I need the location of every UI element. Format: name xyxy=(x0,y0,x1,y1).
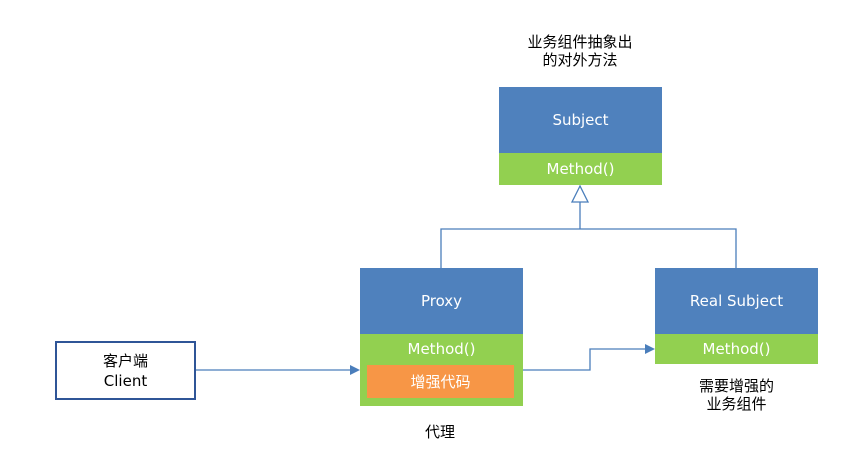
subject-method-compartment: Method() xyxy=(499,153,662,185)
subject-caption-line1: 业务组件抽象出 xyxy=(527,33,633,51)
subject-caption-line2: 的对外方法 xyxy=(542,51,618,69)
inherit-line-real xyxy=(580,228,737,268)
client-label-en: Client xyxy=(103,371,148,390)
proxy-method: Method() xyxy=(407,340,476,358)
real-subject-method: Method() xyxy=(702,340,771,358)
real-subject-title: Real Subject xyxy=(689,292,784,310)
client-box: 客户端 Client xyxy=(55,341,196,400)
real-subject-method-compartment: Method() xyxy=(655,334,818,364)
client-to-proxy-arrowhead xyxy=(350,365,360,375)
proxy-to-real-line xyxy=(523,348,647,371)
proxy-enhance-label: 增强代码 xyxy=(410,373,471,391)
subject-caption: 业务组件抽象出 的对外方法 xyxy=(500,33,660,69)
real-subject-caption-line2: 业务组件 xyxy=(706,395,767,413)
proxy-to-real-arrowhead xyxy=(645,344,655,354)
client-label-cn: 客户端 xyxy=(102,351,148,370)
proxy-enhance-code: 增强代码 xyxy=(367,365,514,398)
real-subject-header: Real Subject xyxy=(655,268,818,334)
real-subject-caption-line1: 需要增强的 xyxy=(698,377,774,395)
subject-title: Subject xyxy=(552,111,609,129)
subject-header: Subject xyxy=(499,87,662,153)
subject-method: Method() xyxy=(546,160,615,178)
proxy-title: Proxy xyxy=(420,292,463,310)
proxy-header: Proxy xyxy=(360,268,523,334)
proxy-caption: 代理 xyxy=(424,423,455,441)
inherit-arrowhead xyxy=(570,184,590,203)
inherit-line-proxy xyxy=(440,228,580,268)
real-subject-caption: 需要增强的 业务组件 xyxy=(655,377,818,413)
